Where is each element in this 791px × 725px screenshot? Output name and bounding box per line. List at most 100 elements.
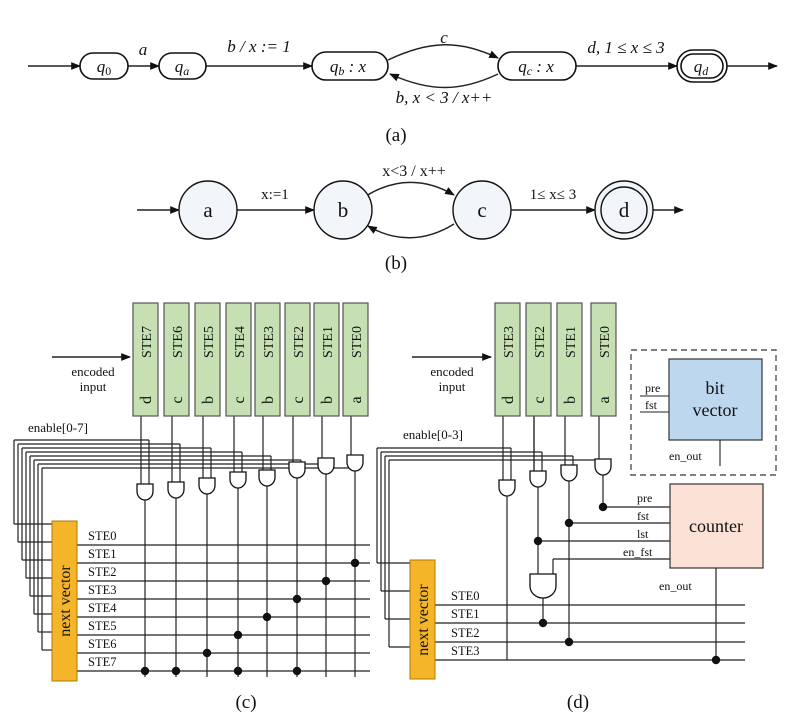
panel-c: encoded input enable[0-7] STE7 d STE6 c … (13, 302, 370, 713)
encoded-input-label-d-2: input (439, 379, 466, 394)
caption-c: (c) (235, 692, 256, 713)
and-gates-c (136, 454, 364, 501)
state-qc: qc : x (497, 51, 577, 81)
caption-d: (d) (567, 692, 589, 713)
state-b-c: c (452, 180, 512, 240)
state-qd-label: q (694, 57, 703, 76)
state-qc-suffix: : x (532, 57, 554, 76)
and-gate-c-2 (198, 477, 216, 495)
state-qb-sub: b (338, 64, 344, 78)
state-qc-label: q (518, 57, 527, 76)
svg-text:qc : x: qc : x (518, 57, 554, 78)
caption-a: (a) (385, 125, 406, 146)
panel-a: q0 qa qb : x qc : x qd a b / x := 1 c b,… (28, 28, 778, 146)
panel-d: encoded input enable[0-3] STE3 d STE2 c … (376, 302, 777, 713)
and-gate-d-1 (529, 470, 547, 488)
bit-vector-title-2: vector (693, 400, 738, 420)
ste-block-c-1: STE1 b (313, 302, 340, 417)
state-qd-accepting: qd (676, 49, 728, 83)
junction-c-2 (202, 648, 212, 658)
state-qa-sub: a (183, 64, 189, 78)
ste-symbol-c-5: b (200, 396, 217, 404)
ste-block-d-0: STE0 a (590, 302, 617, 417)
ste-symbol-c-4: c (231, 396, 248, 403)
encoded-input-label-c-2: input (80, 379, 107, 394)
state-b-b: b (313, 180, 373, 240)
junction-d-lst (533, 536, 543, 546)
label-qc-qb: b, x < 3 / x++ (396, 88, 493, 107)
state-qb-suffix: : x (344, 57, 366, 76)
svg-text:qb : x: qb : x (330, 57, 367, 78)
row-label-d-2: STE2 (451, 626, 479, 640)
junction-d-enout (711, 655, 721, 665)
svg-text:qd: qd (694, 57, 710, 78)
enable-bus-d (376, 447, 608, 648)
label-qb-qc: c (440, 28, 448, 47)
junction-c-7 (292, 666, 302, 676)
state-qa-label: q (175, 57, 184, 76)
and-gate-d-2 (560, 464, 578, 482)
ste-name-c-5: STE5 (202, 326, 217, 358)
and-gates-d (498, 458, 612, 599)
edge-qb-qc (387, 44, 499, 61)
bit-vector-dashed-frame (630, 349, 777, 476)
junction-c-4 (233, 666, 243, 676)
and-gate-d-enfst (529, 573, 557, 599)
bit-vector-fst-label: fst (645, 398, 658, 412)
row-label-d-1: STE1 (451, 607, 479, 621)
label-b-c-d: 1≤ x≤ 3 (530, 187, 576, 203)
vector-rows-d (435, 604, 745, 661)
junction-c-9 (350, 558, 360, 568)
bit-vector-block: bit vector pre fst en_out (640, 358, 763, 466)
label-qc-qd: d, 1 ≤ x ≤ 3 (587, 38, 664, 57)
and-gate-c-0 (136, 483, 154, 501)
panel-b: a b c d x:=1 x<3 / x++ 1≤ x≤ 3 (b) (137, 163, 684, 274)
bit-vector-enout-label: en_out (669, 449, 702, 463)
junction-d-ste1-row2 (564, 637, 574, 647)
counter-enfst-label: en_fst (623, 545, 653, 559)
junction-c-1 (171, 666, 181, 676)
next-vector-label-c: next vector (57, 565, 74, 637)
edge-qc-qb (389, 73, 499, 89)
state-q0: q0 (79, 52, 129, 80)
enable-label-d: enable[0-3] (403, 427, 463, 442)
counter-wires-d (502, 416, 721, 665)
row-label-c-1: STE1 (88, 547, 116, 561)
edge-b-c-b (367, 223, 455, 239)
encoded-input-label-d-1: encoded (430, 364, 474, 379)
state-q0-label: q (97, 57, 106, 76)
ste-block-d-3: STE3 d (494, 302, 521, 417)
ste-symbol-c-2: c (290, 396, 307, 403)
label-b-a-b: x:=1 (261, 187, 289, 203)
ste-block-c-6: STE6 c (163, 302, 190, 417)
row-label-c-2: STE2 (88, 565, 116, 579)
next-vector-block-d: next vector (409, 559, 436, 680)
counter-pre-label: pre (637, 491, 652, 505)
ste-symbol-c-7: d (138, 396, 155, 404)
state-qd-sub: d (702, 64, 709, 78)
next-vector-label-d: next vector (415, 584, 432, 656)
counter-block: counter pre fst lst en_fst en_out (623, 483, 764, 593)
ste-drops-c (140, 416, 360, 677)
ste-symbol-d-1: b (562, 396, 579, 404)
row-label-d-0: STE0 (451, 589, 479, 603)
ste-name-c-6: STE6 (171, 326, 186, 358)
and-gate-c-3 (229, 471, 247, 489)
ste-name-c-1: STE1 (321, 326, 336, 358)
ste-block-c-2: STE2 c (284, 302, 311, 417)
state-qa: qa (158, 52, 207, 80)
state-qb: qb : x (311, 51, 389, 81)
junction-d-pre (598, 502, 608, 512)
state-q0-sub: 0 (105, 64, 111, 78)
row-label-c-3: STE3 (88, 583, 116, 597)
row-label-c-7: STE7 (88, 655, 116, 669)
ste-symbol-c-6: c (169, 396, 186, 403)
ste-block-c-0: STE0 a (342, 302, 369, 417)
state-b-b-label: b (338, 198, 349, 222)
ste-symbol-d-0: a (596, 396, 613, 403)
caption-b: (b) (385, 253, 407, 274)
row-label-c-4: STE4 (88, 601, 117, 615)
state-b-d-accepting: d (594, 180, 654, 240)
and-gate-d-0 (498, 479, 516, 497)
